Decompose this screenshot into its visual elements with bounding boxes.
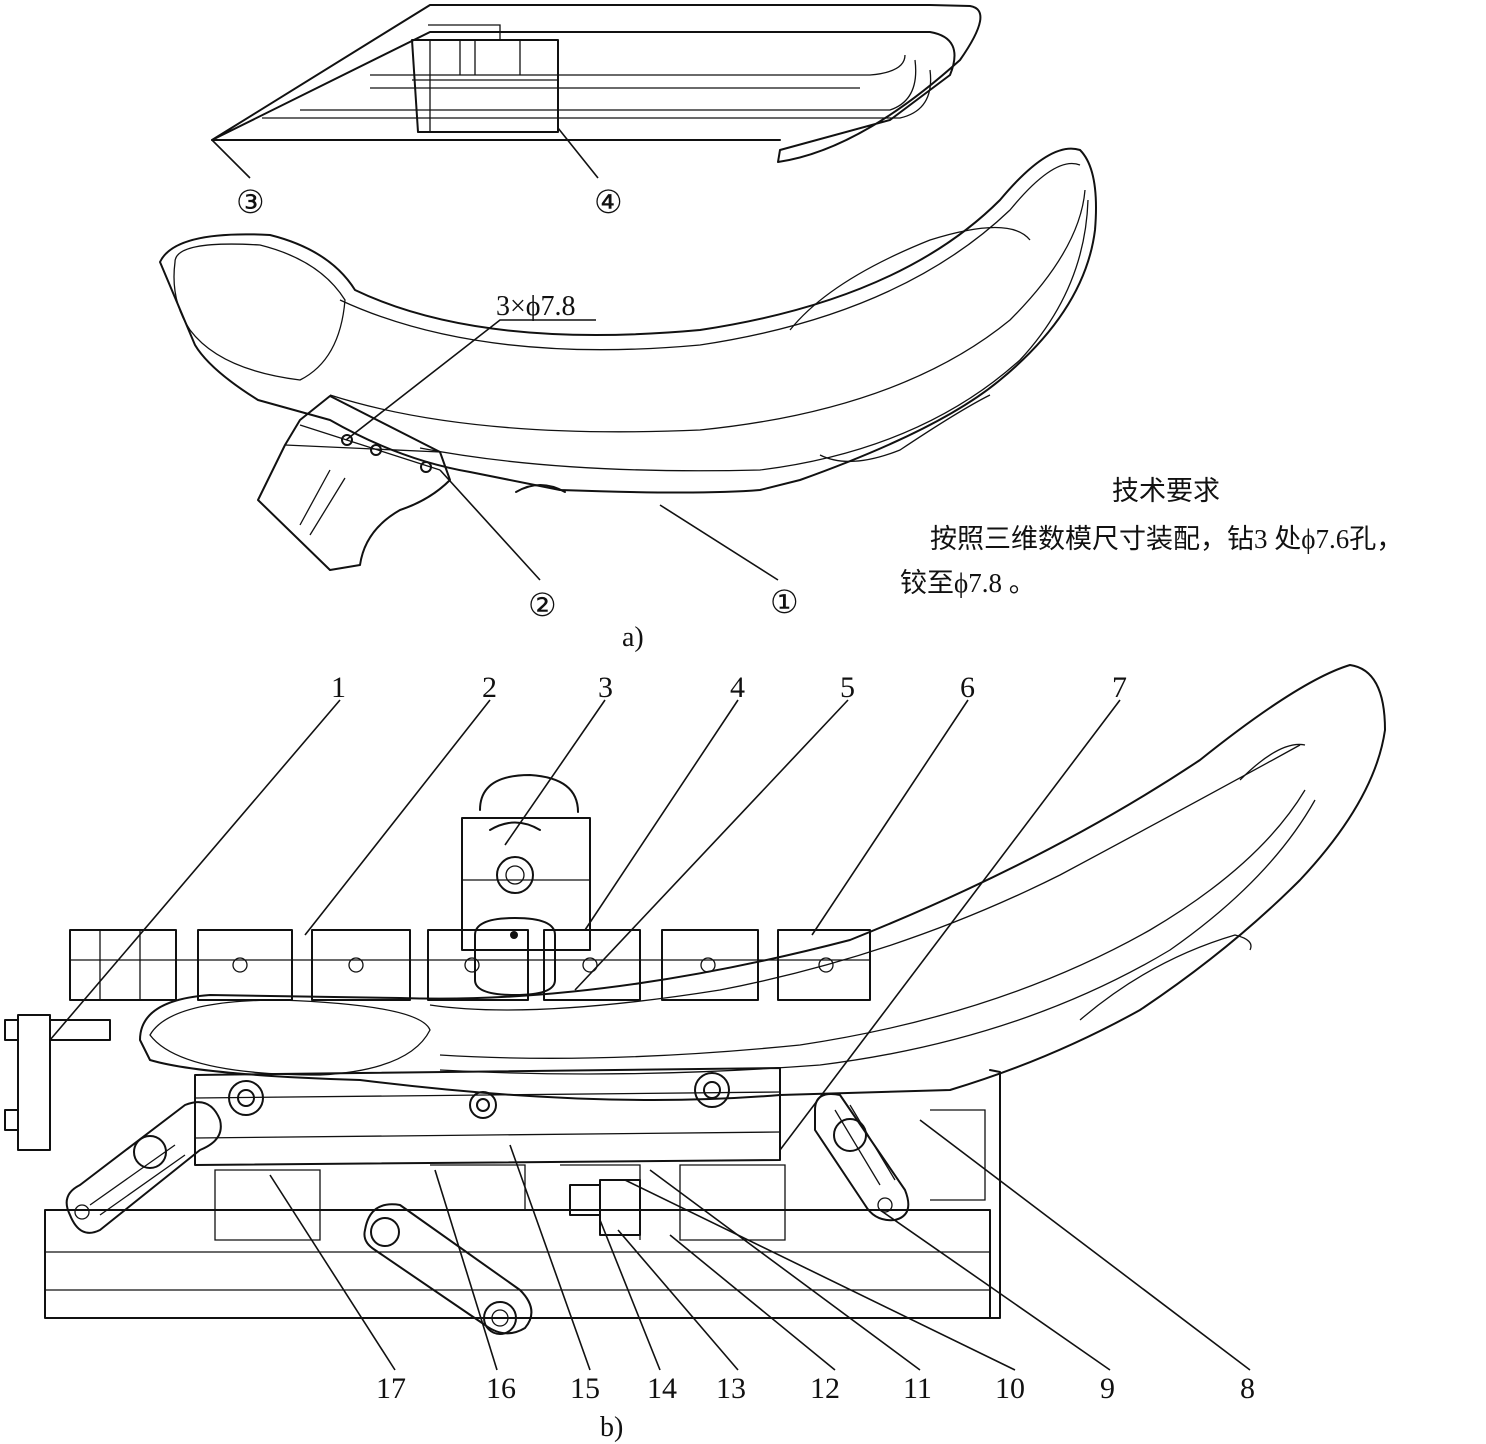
figure-b-drawing: 1 2 3 4 5 6 7 17 16 15 14 13 12 11 10 9 … <box>4 664 1386 1443</box>
item-label-8: 8 <box>1240 1372 1255 1405</box>
item-label-2: 2 <box>482 671 497 704</box>
item-label-7: 7 <box>1112 671 1127 704</box>
workpiece-body <box>139 664 1386 1101</box>
rail-plate-part <box>211 4 982 163</box>
item-label-14: 14 <box>647 1372 677 1405</box>
tech-req-title: 技术要求 <box>1112 476 1220 506</box>
figure-a-caption: a) <box>622 622 644 653</box>
bracket-part <box>257 395 451 571</box>
hole-callout: 3×ϕ7.8 <box>496 291 576 322</box>
part-label-1: ① <box>770 584 799 620</box>
part-label-2: ② <box>528 587 557 623</box>
item-label-6: 6 <box>960 671 975 704</box>
item-label-5: 5 <box>840 671 855 704</box>
figure-b-caption: b) <box>600 1412 623 1443</box>
item-label-10: 10 <box>995 1372 1025 1405</box>
clamp-tower <box>461 774 591 996</box>
item-label-4: 4 <box>730 671 745 704</box>
figure-a-drawing: ③ ④ ② ① 3×ϕ7.8 a) <box>159 4 1097 653</box>
item-label-17: 17 <box>376 1372 406 1405</box>
part-label-3: ③ <box>236 184 265 220</box>
tech-req-line-1: 按照三维数模尺寸装配，钻3 处ϕ7.6孔， <box>930 524 1403 554</box>
swing-arm-left <box>65 1101 222 1234</box>
item-label-1: 1 <box>331 671 346 704</box>
swing-arm-right <box>814 1093 910 1222</box>
item-label-11: 11 <box>903 1372 932 1405</box>
item-label-3: 3 <box>598 671 613 704</box>
item-label-16: 16 <box>486 1372 516 1405</box>
curved-body-part <box>159 147 1097 494</box>
swing-arm-lower <box>363 1203 533 1335</box>
item-label-13: 13 <box>716 1372 746 1405</box>
end-bracket-left <box>4 1014 111 1151</box>
tech-req-line-2: 铰至ϕ7.8 。 <box>900 568 1036 598</box>
item-label-15: 15 <box>570 1372 600 1405</box>
item-label-9: 9 <box>1100 1372 1115 1405</box>
locating-blocks-row <box>69 929 871 1001</box>
clamping-bar <box>194 1067 781 1166</box>
part-label-4: ④ <box>594 184 623 220</box>
item-label-12: 12 <box>810 1372 840 1405</box>
technical-requirements: 技术要求 按照三维数模尺寸装配，钻3 处ϕ7.6孔， 铰至ϕ7.8 。 <box>900 476 1403 598</box>
